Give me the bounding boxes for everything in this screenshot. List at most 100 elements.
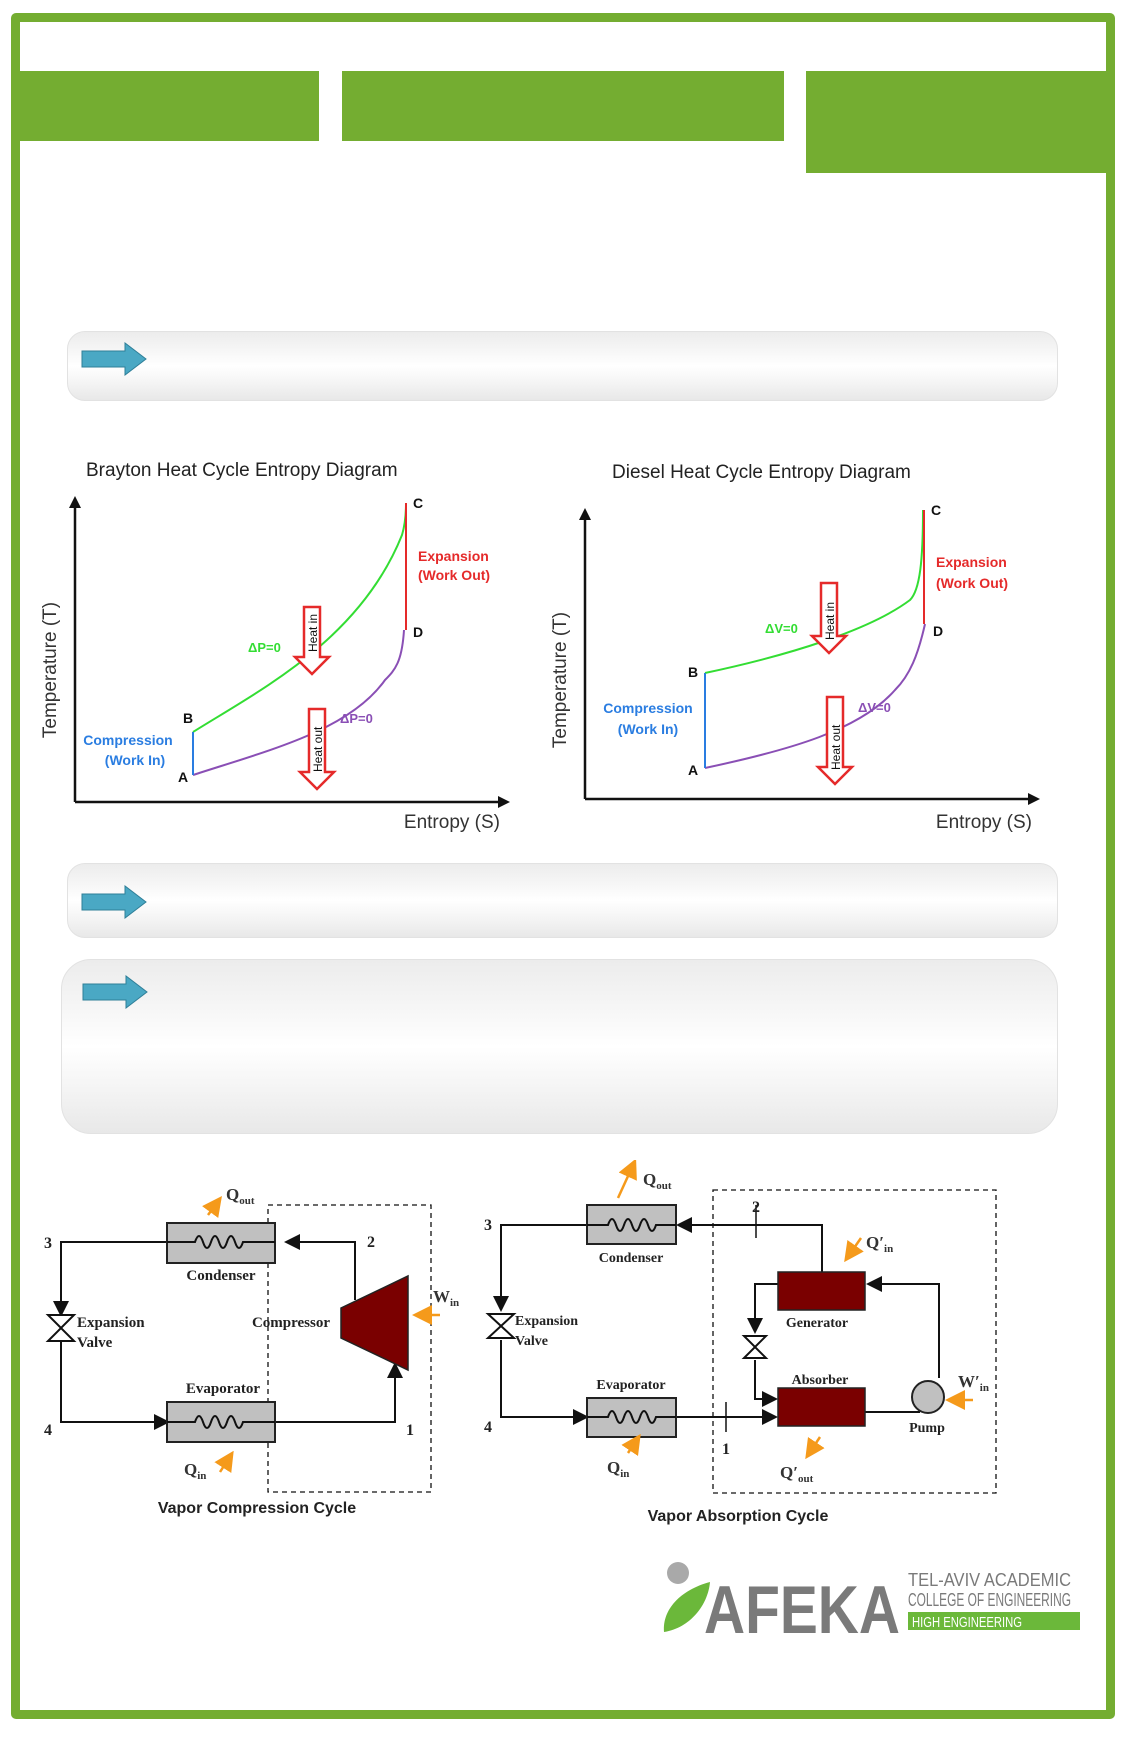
- compressor-label: Compressor: [252, 1315, 330, 1331]
- q-prime-in-label: Q′in: [866, 1233, 893, 1255]
- brayton-heat-out-arrow: Heat out: [296, 707, 338, 791]
- brayton-curve-b-c: [192, 502, 407, 733]
- evaporator-coil-icon: [167, 1415, 275, 1429]
- absorption-node-1: 1: [722, 1441, 730, 1458]
- line-2-condenser: [284, 1234, 356, 1300]
- evaporator-label: Evaporator: [186, 1381, 261, 1397]
- pump-label: Pump: [909, 1421, 945, 1436]
- q-prime-in-arrow: [844, 1237, 864, 1263]
- diesel-point-a: A: [688, 762, 698, 778]
- header-band-right: [806, 71, 1107, 173]
- diesel-heat-out-arrow: Heat out: [814, 695, 856, 786]
- expansion-valve-icon: [485, 1313, 517, 1339]
- brayton-title: Brayton Heat Cycle Entropy Diagram: [86, 460, 398, 481]
- brayton-point-d: D: [413, 624, 423, 640]
- generator-box: [777, 1271, 866, 1311]
- diesel-x-axis-label: Entropy (S): [936, 812, 1032, 833]
- brayton-curve-a-d: [192, 629, 405, 776]
- svg-text:Heat out: Heat out: [829, 724, 843, 770]
- absorption-q-in-label: Qin: [607, 1458, 629, 1480]
- node-3: 3: [44, 1235, 52, 1252]
- diesel-entropy-diagram: Diesel Heat Cycle Entropy Diagram Temper…: [550, 462, 1040, 833]
- diesel-lower-delta-label: ΔV=0: [858, 700, 891, 715]
- line-3-valve: [53, 1241, 167, 1317]
- line-valve-evaporator: [500, 1340, 589, 1425]
- brayton-expansion-label: Expansion: [418, 548, 489, 564]
- diesel-upper-delta-label: ΔV=0: [765, 621, 798, 636]
- diesel-point-d: D: [933, 623, 943, 639]
- q-out-arrow: [202, 1195, 222, 1219]
- svg-text:Heat out: Heat out: [311, 726, 325, 772]
- pump-icon: [911, 1380, 945, 1414]
- brayton-upper-delta-label: ΔP=0: [248, 640, 281, 655]
- diesel-curve-a-d: [704, 623, 926, 769]
- brayton-y-axis-arrowhead: [69, 496, 81, 508]
- absorber-label: Absorber: [792, 1373, 849, 1388]
- absorption-node-4: 4: [484, 1419, 492, 1436]
- absorption-valve-label: Expansion: [515, 1314, 578, 1329]
- diesel-title: Diesel Heat Cycle Entropy Diagram: [612, 462, 911, 483]
- q-prime-out-label: Q′out: [780, 1463, 814, 1485]
- info-panel-2: [67, 863, 1058, 938]
- absorption-evaporator-label: Evaporator: [596, 1378, 665, 1393]
- brayton-x-axis-label: Entropy (S): [404, 812, 500, 833]
- absorption-node-3: 3: [484, 1217, 492, 1234]
- diesel-x-axis-arrowhead: [1028, 793, 1040, 805]
- q-in-arrow: [214, 1450, 234, 1474]
- header-band-middle: [342, 71, 784, 141]
- node-1: 1: [406, 1422, 414, 1439]
- expansion-valve-sublabel: Valve: [77, 1335, 113, 1351]
- generator-label: Generator: [786, 1316, 848, 1331]
- logo-wordmark: AFEKA: [704, 1572, 900, 1640]
- compressor-boundary: [267, 1204, 432, 1493]
- logo-line-1: TEL-AVIV ACADEMIC: [908, 1570, 1071, 1590]
- logo-tagline: HIGH ENGINEERING: [912, 1614, 1022, 1631]
- afeka-logo: AFEKA TEL-AVIV ACADEMIC COLLEGE OF ENGIN…: [663, 1562, 1080, 1640]
- logo-line-2: COLLEGE OF ENGINEERING: [908, 1590, 1071, 1610]
- diesel-expansion-label: Expansion: [936, 554, 1007, 570]
- absorption-evaporator-coil-icon: [587, 1410, 676, 1424]
- absorption-q-in-arrow: [621, 1433, 641, 1457]
- logo-tagline-bar: [908, 1612, 1080, 1630]
- brayton-expansion-sublabel: (Work Out): [418, 567, 490, 583]
- line-generator-valve: [747, 1283, 778, 1334]
- brayton-compression-label: Compression: [83, 732, 172, 748]
- diesel-y-axis-label: Temperature (T): [550, 612, 571, 748]
- logo-leaf-icon: [663, 1582, 710, 1632]
- compressor-icon: [340, 1274, 409, 1372]
- expansion-valve-label: Expansion: [77, 1315, 145, 1331]
- right-arrow-icon: [82, 975, 148, 1009]
- brayton-point-c: C: [413, 495, 423, 511]
- logo-dot-icon: [667, 1562, 689, 1584]
- brayton-entropy-diagram: Brayton Heat Cycle Entropy Diagram Tempe…: [40, 460, 510, 833]
- diesel-point-c: C: [931, 502, 941, 518]
- right-arrow-icon: [81, 885, 147, 919]
- vapor-absorption-caption: Vapor Absorption Cycle: [648, 1508, 829, 1525]
- line-valve-absorber: [754, 1360, 778, 1407]
- absorption-condenser-coil-icon: [587, 1218, 676, 1232]
- diesel-expansion-sublabel: (Work Out): [936, 575, 1008, 591]
- brayton-x-axis-arrowhead: [498, 796, 510, 808]
- q-out-label: Qout: [226, 1185, 255, 1207]
- condenser-coil-icon: [167, 1235, 275, 1249]
- brayton-y-axis-label: Temperature (T): [40, 602, 61, 738]
- diesel-compression-sublabel: (Work In): [618, 721, 678, 737]
- svg-text:Heat in: Heat in: [823, 602, 837, 640]
- node-4: 4: [44, 1422, 52, 1439]
- info-panel-3: [61, 959, 1058, 1134]
- work-in-label: Win: [433, 1287, 459, 1309]
- header-band-left: [20, 71, 319, 141]
- absorption-valve-sublabel: Valve: [515, 1334, 548, 1349]
- q-in-label: Qin: [184, 1460, 206, 1482]
- absorption-boundary: [712, 1189, 997, 1494]
- line-condenser-valve: [493, 1224, 587, 1312]
- info-panel-1: [67, 331, 1058, 401]
- solution-valve-icon: [741, 1335, 769, 1359]
- vapor-compression-caption: Vapor Compression Cycle: [158, 1500, 356, 1517]
- q-prime-out-arrow: [805, 1436, 825, 1460]
- diesel-curve-b-c: [704, 509, 924, 674]
- absorption-q-out-arrow: [616, 1160, 637, 1199]
- brayton-lower-delta-label: ΔP=0: [340, 711, 373, 726]
- line-pump-generator: [866, 1276, 940, 1378]
- node-2: 2: [367, 1234, 375, 1251]
